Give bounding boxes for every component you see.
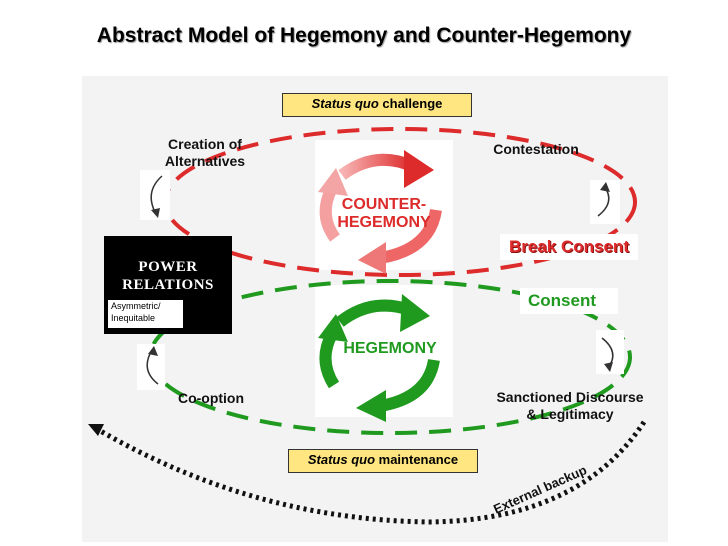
break-consent-backdrop: [500, 234, 638, 260]
sanctioned-line1: Sanctioned Discourse: [496, 389, 644, 405]
power-relations-title: POWER RELATIONS: [104, 258, 232, 294]
external-backup-arc: [90, 420, 647, 525]
sanctioned-line2: & Legitimacy: [526, 406, 614, 422]
contestation-label: Contestation: [493, 141, 579, 157]
creation-line2: Alternatives: [164, 153, 246, 169]
status-quo-challenge-italic: Status quo: [311, 96, 379, 111]
hegemony-label: HEGEMONY: [343, 340, 437, 357]
counter-hegemony-line2: HEGEMONY: [337, 214, 431, 231]
creation-line1: Creation of: [168, 136, 242, 152]
power-sub-line1: Asymmetric/: [111, 301, 161, 311]
power-relations-box: POWER RELATIONS Asymmetric/ Inequitable: [104, 236, 232, 334]
break-consent-label: Break Consent: [509, 237, 629, 256]
co-option-label: Co-option: [177, 390, 245, 406]
consent-backdrop: [520, 288, 618, 314]
sanctioned-discourse-label: Sanctioned Discourse & Legitimacy: [490, 389, 650, 423]
power-sub-line2: Inequitable: [111, 313, 156, 323]
status-quo-maintenance-box: Status quo maintenance: [288, 449, 478, 473]
counter-hegemony-label: COUNTER- HEGEMONY: [328, 196, 440, 232]
status-quo-maintenance-italic: Status quo: [307, 452, 376, 467]
power-line1: POWER: [138, 259, 198, 275]
power-line2: RELATIONS: [122, 277, 214, 293]
consent-label: Consent: [528, 291, 596, 310]
creation-of-alternatives-label: Creation of Alternatives: [150, 136, 260, 170]
status-quo-challenge-box: Status quo challenge: [282, 93, 472, 117]
status-quo-maintenance-rest: maintenance: [375, 452, 459, 467]
external-backup-arrowhead-icon: [88, 424, 104, 436]
hegemony-circular-arrows-icon: [318, 294, 440, 422]
external-backup-label: External backup: [491, 462, 589, 517]
counter-hegemony-circular-arrows-icon: [318, 150, 442, 274]
counter-hegemony-line1: COUNTER-: [341, 196, 427, 213]
diagram-title: Abstract Model of Hegemony and Counter-H…: [96, 24, 632, 47]
power-relations-subtitle: Asymmetric/ Inequitable: [108, 300, 183, 328]
status-quo-challenge-rest: challenge: [378, 96, 443, 111]
